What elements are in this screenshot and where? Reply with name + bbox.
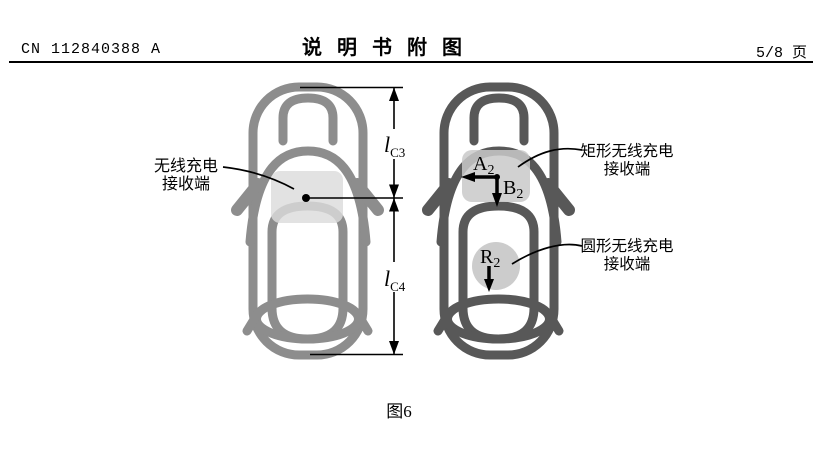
circle-pad-axis [484, 266, 494, 292]
figure-caption: 图6 [386, 402, 412, 421]
arrow-down-bottom [389, 341, 399, 355]
rect-pad-axes [461, 172, 502, 207]
dim-label-mask-bottom [380, 262, 410, 292]
circle-receiver-label: 圆形无线充电 接收端 [580, 238, 674, 273]
right-car-top-view [428, 87, 569, 355]
arrow-up-middle [389, 198, 399, 212]
left-receiver-label: 无线充电 接收端 [153, 158, 218, 193]
dim-label-mask-top [380, 129, 410, 159]
leader-rect-receiver [517, 147, 583, 168]
header-rule [9, 61, 813, 63]
marker-r2-label: R2 [480, 246, 500, 271]
page-title: 说明书附图 [302, 37, 477, 59]
arrow-up-top [389, 87, 399, 101]
circle-receiver-pad [472, 242, 520, 290]
leader-lines [222, 147, 583, 265]
page-indicator: 5/8 页 [755, 45, 807, 62]
marker-a2-label: A2 [473, 153, 494, 178]
dimension-arrowheads [389, 87, 399, 355]
arrow-a2-head [461, 172, 475, 182]
marker-b2-label: B2 [503, 177, 523, 202]
dimension-label-lc4: lC4 [384, 266, 406, 294]
dimension-label-lc3: lC3 [384, 132, 405, 160]
patent-number: CN 112840388 A [21, 41, 162, 58]
arrow-r2-head [484, 279, 494, 292]
leader-circle-receiver [511, 243, 583, 265]
arrow-down-middle [389, 184, 399, 198]
leader-left-receiver [222, 166, 295, 190]
rect-receiver-label: 矩形无线充电 接收端 [580, 143, 674, 178]
arrow-b2-head [492, 193, 502, 207]
